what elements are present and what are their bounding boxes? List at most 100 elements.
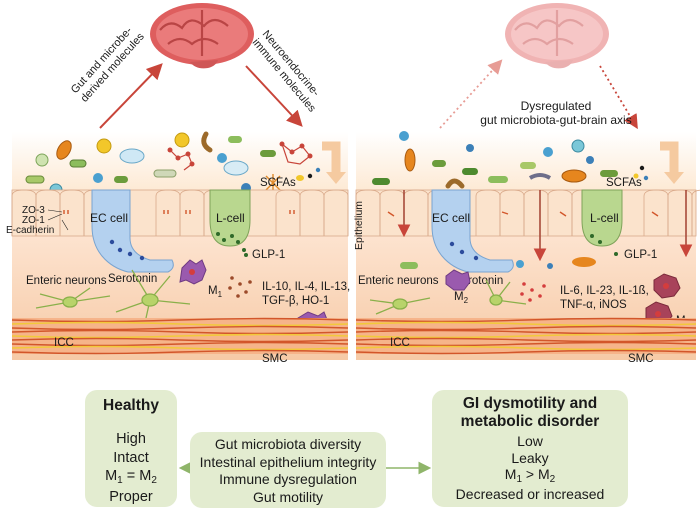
ec-cell-label-left: EC cell bbox=[90, 211, 128, 225]
m2-label-right: M2 bbox=[454, 291, 469, 305]
healthy-gut-panel: SCFAs ZO-3 ZO-1 E-cadherin EC cell L-cel… bbox=[6, 131, 350, 365]
smooth-muscle-layer-right bbox=[355, 317, 697, 355]
serotonin-label-left: Serotonin bbox=[108, 273, 157, 285]
anti-cytokines-line-2: TGF-β, HO-1 bbox=[262, 295, 329, 307]
smooth-muscle-layer-left bbox=[11, 317, 349, 355]
disorder-motility: Decreased or increased bbox=[455, 485, 605, 502]
muscle-fiber bbox=[355, 341, 697, 347]
healthy-title: Healthy bbox=[103, 397, 159, 414]
epithelial-cell-outline bbox=[179, 189, 205, 236]
smc-label-left: SMC bbox=[262, 353, 288, 365]
leaky-barrier-arrows bbox=[397, 190, 693, 262]
smc-label-right: SMC bbox=[628, 353, 654, 365]
icc-label-right: ICC bbox=[390, 337, 410, 349]
epithelial-cell-outline bbox=[523, 189, 549, 236]
healthy-summary-box: Healthy High Intact M1 = M2 Proper bbox=[85, 390, 177, 507]
enteric-neurons-label-left: Enteric neurons bbox=[26, 275, 107, 287]
epithelial-cell-outline bbox=[155, 189, 181, 236]
ec-cell-left-icon bbox=[91, 189, 174, 273]
epithelial-cell-outline bbox=[11, 189, 37, 236]
brain-dysregulated-icon bbox=[505, 3, 609, 69]
muscle-fiber bbox=[355, 349, 697, 355]
healthy-immune: M1 = M2 bbox=[105, 468, 157, 486]
factor-integrity: Intestinal epithelium integrity bbox=[199, 453, 377, 470]
scfa-flow-arrow-icon bbox=[322, 141, 341, 172]
pro-cytokines-line-1: IL-6, IL-23, IL-1ß, bbox=[560, 285, 649, 297]
disorder-diversity: Low bbox=[517, 433, 543, 449]
muscle-fiber bbox=[11, 329, 349, 335]
arrow-from-brain bbox=[245, 65, 303, 127]
microbe-cluster-right-icon bbox=[372, 131, 649, 189]
factor-motility: Gut motility bbox=[252, 488, 323, 505]
muscle-fiber bbox=[355, 329, 697, 335]
disorder-summary-box: GI dysmotility and metabolic disorder Lo… bbox=[432, 390, 628, 507]
epithelial-cell-outline bbox=[299, 189, 325, 236]
ec-cell-label-right: EC cell bbox=[432, 211, 470, 225]
anti-inflammatory-cytokines-icon bbox=[228, 276, 252, 298]
healthy-diversity: High bbox=[116, 431, 146, 447]
pro-cytokines-line-2: TNF-α, iNOS bbox=[560, 299, 627, 311]
muscle-fiber bbox=[355, 333, 697, 339]
ecadherin-label: E-cadherin bbox=[6, 225, 54, 236]
disorder-integrity: Leaky bbox=[511, 449, 549, 466]
glp1-label-left: GLP-1 bbox=[252, 249, 285, 261]
muscle-fiber bbox=[11, 349, 349, 355]
factor-diversity: Gut microbiota diversity bbox=[214, 436, 362, 452]
muscle-fiber bbox=[355, 325, 697, 331]
scfa-flow-arrow-right-icon bbox=[660, 141, 679, 172]
m1-label-left: M1 bbox=[208, 285, 223, 299]
muscle-fiber bbox=[11, 341, 349, 347]
enteric-neuron-left-icon bbox=[35, 269, 191, 319]
epithelial-cell-outline bbox=[355, 189, 381, 236]
disorder-title-2: metabolic disorder bbox=[460, 413, 600, 430]
scfas-label-left: SCFAs bbox=[260, 177, 296, 189]
disorder-title-1: GI dysmotility and bbox=[462, 395, 598, 412]
muscle-fiber bbox=[11, 321, 349, 327]
tight-junction-marks bbox=[63, 210, 295, 214]
epithelial-cell-outline bbox=[643, 189, 669, 236]
factors-box: Gut microbiota diversity Intestinal epit… bbox=[190, 432, 386, 508]
healthy-integrity: Intact bbox=[113, 449, 149, 466]
epithelial-cell-outline bbox=[475, 189, 501, 236]
epithelial-cell-outline bbox=[35, 189, 61, 236]
dysregulated-axis-label-1: Dysregulated bbox=[521, 99, 592, 113]
muscle-fiber bbox=[11, 345, 349, 351]
scfas-label-right: SCFAs bbox=[606, 177, 642, 189]
epithelial-cell-outline bbox=[499, 189, 525, 236]
healthy-motility: Proper bbox=[109, 488, 153, 505]
epithelial-cell-outline bbox=[323, 189, 349, 236]
dysregulated-gut-panel: SCFAs Epithelium EC cell L-cell GLP-1 Se… bbox=[353, 131, 700, 365]
ec-cell-right-icon bbox=[431, 189, 514, 273]
pro-inflammatory-cytokines-icon bbox=[520, 282, 546, 302]
icc-label-left: ICC bbox=[54, 337, 74, 349]
muscle-fiber bbox=[11, 325, 349, 331]
epithelium-label: Epithelium bbox=[353, 201, 365, 250]
factor-immune: Immune dysregulation bbox=[219, 471, 357, 487]
epithelium-layer-right bbox=[355, 189, 700, 237]
anti-cytokines-line-1: IL-10, IL-4, IL-13, bbox=[262, 281, 350, 293]
glp1-label-right: GLP-1 bbox=[624, 249, 657, 261]
macrophage-m2-right-icon bbox=[445, 269, 471, 291]
zo3-label: ZO-3 bbox=[22, 205, 45, 216]
epithelial-cell-outline bbox=[547, 189, 573, 236]
epithelium-layer bbox=[11, 189, 349, 237]
microbe-cluster-icon bbox=[25, 131, 321, 197]
dotted-arrow-from-brain bbox=[599, 65, 638, 130]
l-cell-right-icon bbox=[581, 189, 623, 247]
muscle-fiber bbox=[11, 317, 349, 323]
enteric-neurons-label-right: Enteric neurons bbox=[358, 275, 439, 287]
epithelial-cell-outline bbox=[691, 189, 700, 236]
l-cell-label-left: L-cell bbox=[216, 211, 245, 225]
muscle-fiber bbox=[355, 321, 697, 327]
dysregulated-axis-label-2: gut microbiota-gut-brain axis bbox=[480, 113, 631, 127]
epithelial-cell-outline bbox=[275, 189, 301, 236]
muscle-fiber bbox=[355, 337, 697, 343]
l-cell-left-icon bbox=[209, 189, 251, 247]
arrow-to-brain bbox=[99, 63, 163, 129]
epithelial-cell-outline bbox=[59, 189, 85, 236]
epithelial-cell-outline bbox=[667, 189, 693, 236]
muscle-fiber bbox=[11, 333, 349, 339]
muscle-fiber bbox=[11, 337, 349, 343]
l-cell-label-right: L-cell bbox=[590, 211, 619, 225]
